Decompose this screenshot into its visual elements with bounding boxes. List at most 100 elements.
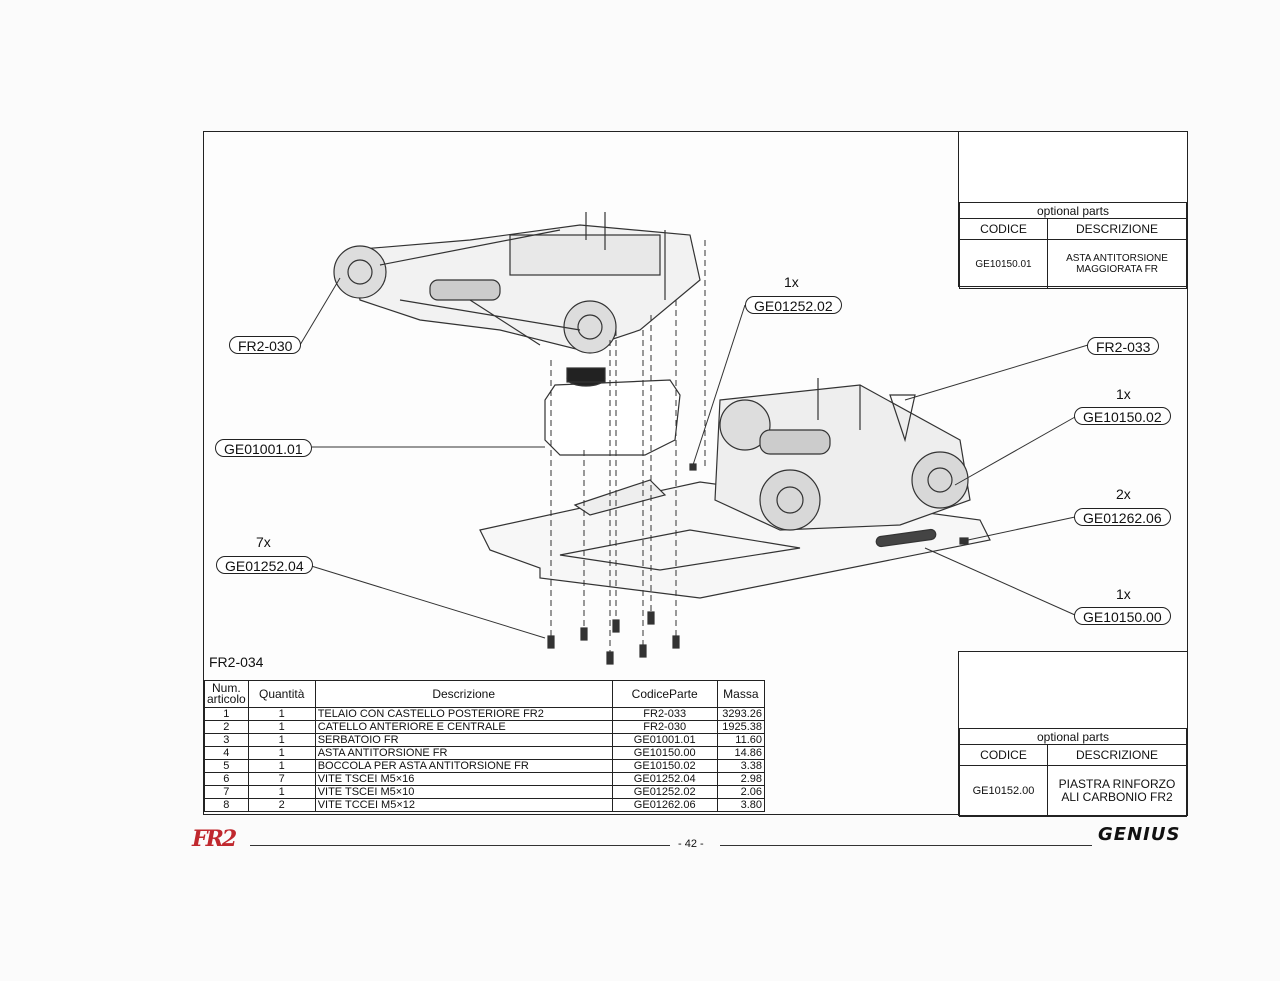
cell-mass: 2.98 [716, 772, 766, 786]
genius-logo: GENIUS [1098, 824, 1181, 845]
col-code: CodiceParte [611, 680, 718, 708]
optional-parts-bottom: optional parts CODICE DESCRIZIONE GE1015… [958, 651, 1188, 817]
col-num-line2: articolo [207, 692, 246, 706]
fuel-tank [544, 367, 681, 456]
optional-top-title: optional parts [959, 202, 1187, 219]
cell-mass: 3293.26 [716, 707, 766, 721]
callout-ge01252-04: GE01252.04 [216, 556, 313, 574]
callout-qty-ge01252-04: 7x [256, 534, 271, 550]
col-qty: Quantità [247, 680, 316, 708]
callout-fr2-033: FR2-033 [1087, 337, 1160, 355]
cell-code: GE01252.02 [611, 785, 718, 799]
optional-top-col-desc: DESCRIZIONE [1047, 218, 1187, 240]
cell-mass: 2.06 [716, 785, 766, 799]
col-mass: Massa [716, 680, 766, 708]
cell-desc: ASTA ANTITORSIONE FR [314, 746, 613, 760]
parts-table: Num. articolo Quantità Descrizione Codic… [204, 680, 766, 812]
optional-bottom-col-desc: DESCRIZIONE [1047, 744, 1187, 766]
optional-top-desc-line1: ASTA ANTITORSIONE [1066, 253, 1168, 264]
cell-desc: SERBATOIO FR [314, 733, 613, 747]
cell-qty: 1 [247, 759, 316, 773]
fr2-logo: FR2 [192, 826, 237, 852]
optional-bottom-title: optional parts [959, 728, 1187, 745]
cell-qty: 1 [247, 746, 316, 760]
callout-ge01252-02: GE01252.02 [745, 296, 842, 314]
cell-mass: 11.60 [716, 733, 766, 747]
cell-num: 8 [204, 798, 249, 812]
cell-qty: 1 [247, 707, 316, 721]
cell-mass: 14.86 [716, 746, 766, 760]
cell-mass: 3.80 [716, 798, 766, 812]
cell-desc: TELAIO CON CASTELLO POSTERIORE FR2 [314, 707, 613, 721]
cell-num: 2 [204, 720, 249, 734]
optional-parts-top-table: optional parts CODICE DESCRIZIONE GE1015… [959, 202, 1187, 289]
cell-mass: 3.38 [716, 759, 766, 773]
front-chassis-module [333, 212, 701, 354]
optional-bottom-col-code: CODICE [959, 744, 1048, 766]
cell-code: GE10150.00 [611, 746, 718, 760]
optional-top-desc: ASTA ANTITORSIONE MAGGIORATA FR [1047, 239, 1187, 289]
optional-bottom-desc-line1: PIASTRA RINFORZO [1058, 777, 1176, 791]
cell-num: 6 [204, 772, 249, 786]
rear-chassis-module [714, 378, 971, 531]
cell-num: 5 [204, 759, 249, 773]
callout-qty-ge10150-00: 1x [1116, 586, 1131, 602]
cell-code: GE01252.04 [611, 772, 718, 786]
optional-top-code: GE10150.01 [959, 239, 1048, 289]
callout-ge01001-01: GE01001.01 [215, 439, 312, 457]
callout-fr2-030: FR2-030 [229, 336, 302, 354]
cell-qty: 7 [247, 772, 316, 786]
footer-rule-left [250, 845, 670, 846]
cell-qty: 1 [247, 733, 316, 747]
cell-desc: VITE TCCEI M5×12 [314, 798, 613, 812]
cell-code: GE01001.01 [611, 733, 718, 747]
parts-table-header: Num. articolo Quantità Descrizione Codic… [204, 680, 766, 708]
optional-bottom-code: GE10152.00 [959, 765, 1048, 817]
col-num-line1: Num. [212, 681, 241, 695]
cell-num: 4 [204, 746, 249, 760]
cell-desc: VITE TSCEI M5×16 [314, 772, 613, 786]
optional-bottom-desc: PIASTRA RINFORZO ALI CARBONIO FR2 [1047, 765, 1187, 817]
callout-qty-ge01252-02: 1x [784, 274, 799, 290]
callout-ge10150-00: GE10150.00 [1074, 607, 1171, 625]
cell-qty: 1 [247, 785, 316, 799]
col-desc: Descrizione [314, 680, 613, 708]
optional-top-desc-line2: MAGGIORATA FR [1076, 264, 1158, 275]
optional-top-col-code: CODICE [959, 218, 1048, 240]
callout-ge01262-06: GE01262.06 [1074, 508, 1171, 526]
assembly-label: FR2-034 [209, 654, 264, 670]
cell-num: 3 [204, 733, 249, 747]
optional-bottom-desc-line2: ALI CARBONIO FR2 [1061, 790, 1173, 804]
cell-num: 1 [204, 707, 249, 721]
cell-qty: 2 [247, 798, 316, 812]
callout-ge10150-02: GE10150.02 [1074, 407, 1171, 425]
cell-code: FR2-033 [611, 707, 718, 721]
assembly-lines [550, 240, 706, 652]
callout-qty-ge10150-02: 1x [1116, 386, 1131, 402]
cell-desc: CATELLO ANTERIORE E CENTRALE [314, 720, 613, 734]
cell-code: GE10150.02 [611, 759, 718, 773]
optional-parts-top: optional parts CODICE DESCRIZIONE GE1015… [958, 131, 1188, 289]
cell-code: FR2-030 [611, 720, 718, 734]
leader-lines [299, 277, 1089, 639]
col-num: Num. articolo [204, 680, 249, 708]
page-number: - 42 - [678, 838, 704, 850]
footer-rule-right [720, 845, 1092, 846]
optional-parts-bottom-table: optional parts CODICE DESCRIZIONE GE1015… [959, 728, 1187, 817]
cell-code: GE01262.06 [611, 798, 718, 812]
cell-desc: BOCCOLA PER ASTA ANTITORSIONE FR [314, 759, 613, 773]
cell-desc: VITE TSCEI M5×10 [314, 785, 613, 799]
cell-qty: 1 [247, 720, 316, 734]
cell-mass: 1925.38 [716, 720, 766, 734]
cell-num: 7 [204, 785, 249, 799]
callout-qty-ge01262-06: 2x [1116, 486, 1131, 502]
